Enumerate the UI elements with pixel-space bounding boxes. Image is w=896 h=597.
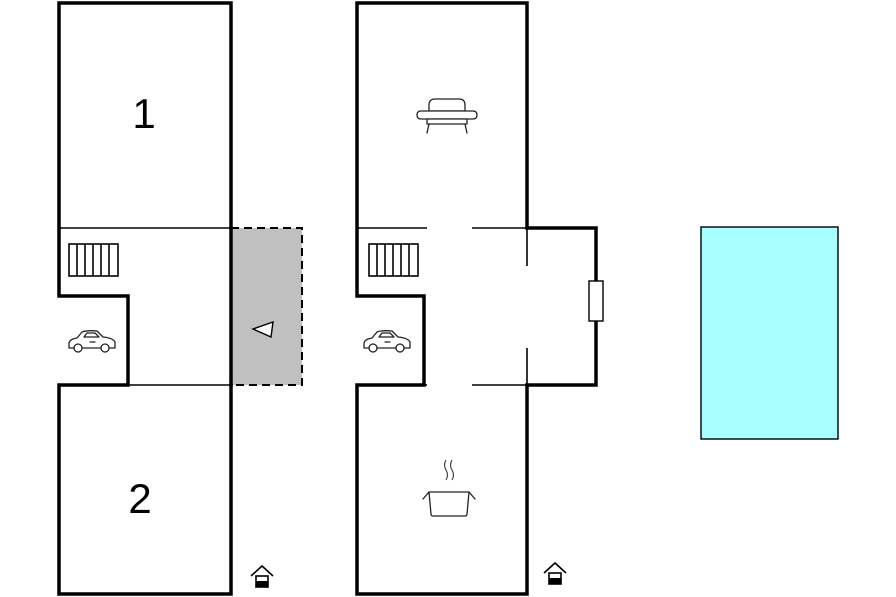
right-outer-wall (355, 1, 598, 596)
room-label-2: 2 (128, 475, 151, 522)
swimming-pool (700, 226, 839, 440)
car-icon (68, 330, 116, 353)
compass-arrow-icon (251, 320, 274, 339)
right-floor (355, 1, 604, 596)
cooking-pot-icon (422, 459, 476, 517)
terrace-outline (231, 227, 303, 386)
entrance-icon (543, 561, 567, 585)
staircase-icon (368, 243, 419, 277)
window-icon (588, 280, 604, 322)
car-icon (363, 330, 411, 353)
staircase-icon (68, 243, 119, 277)
entrance-icon (250, 564, 274, 588)
terrace (231, 228, 302, 385)
room-label-1: 1 (132, 90, 155, 137)
sofa-icon (416, 98, 478, 134)
left-floor: 1 2 (57, 1, 303, 596)
left-outer-wall (57, 1, 233, 596)
